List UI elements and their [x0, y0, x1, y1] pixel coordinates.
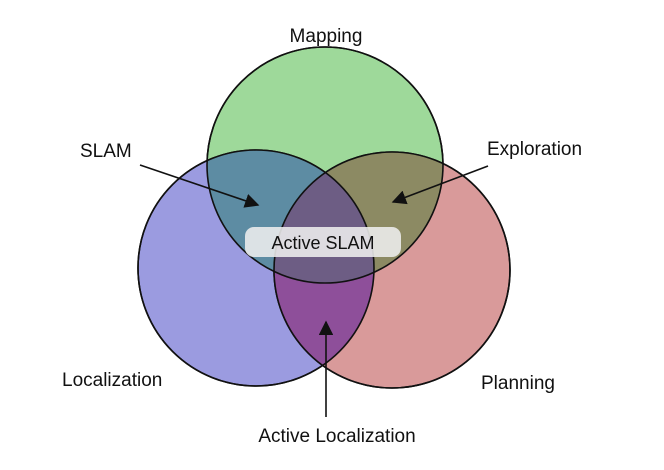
mapping-outline — [206, 46, 444, 284]
active-slam-overlap-region — [274, 152, 374, 283]
slam-label: SLAM — [80, 141, 132, 162]
localization-outline — [137, 149, 375, 387]
localization-label: Localization — [62, 370, 162, 391]
exploration-arrow — [391, 165, 489, 205]
mapping-label: Mapping — [290, 26, 363, 47]
active-localization-label: Active Localization — [258, 426, 415, 447]
planning-outline — [273, 151, 511, 389]
slam-arrow — [139, 164, 260, 208]
exploration-label: Exploration — [487, 139, 582, 160]
active-slam-badge — [245, 227, 401, 257]
active-slam-label: Active SLAM — [271, 233, 374, 253]
planning-label: Planning — [481, 373, 555, 394]
